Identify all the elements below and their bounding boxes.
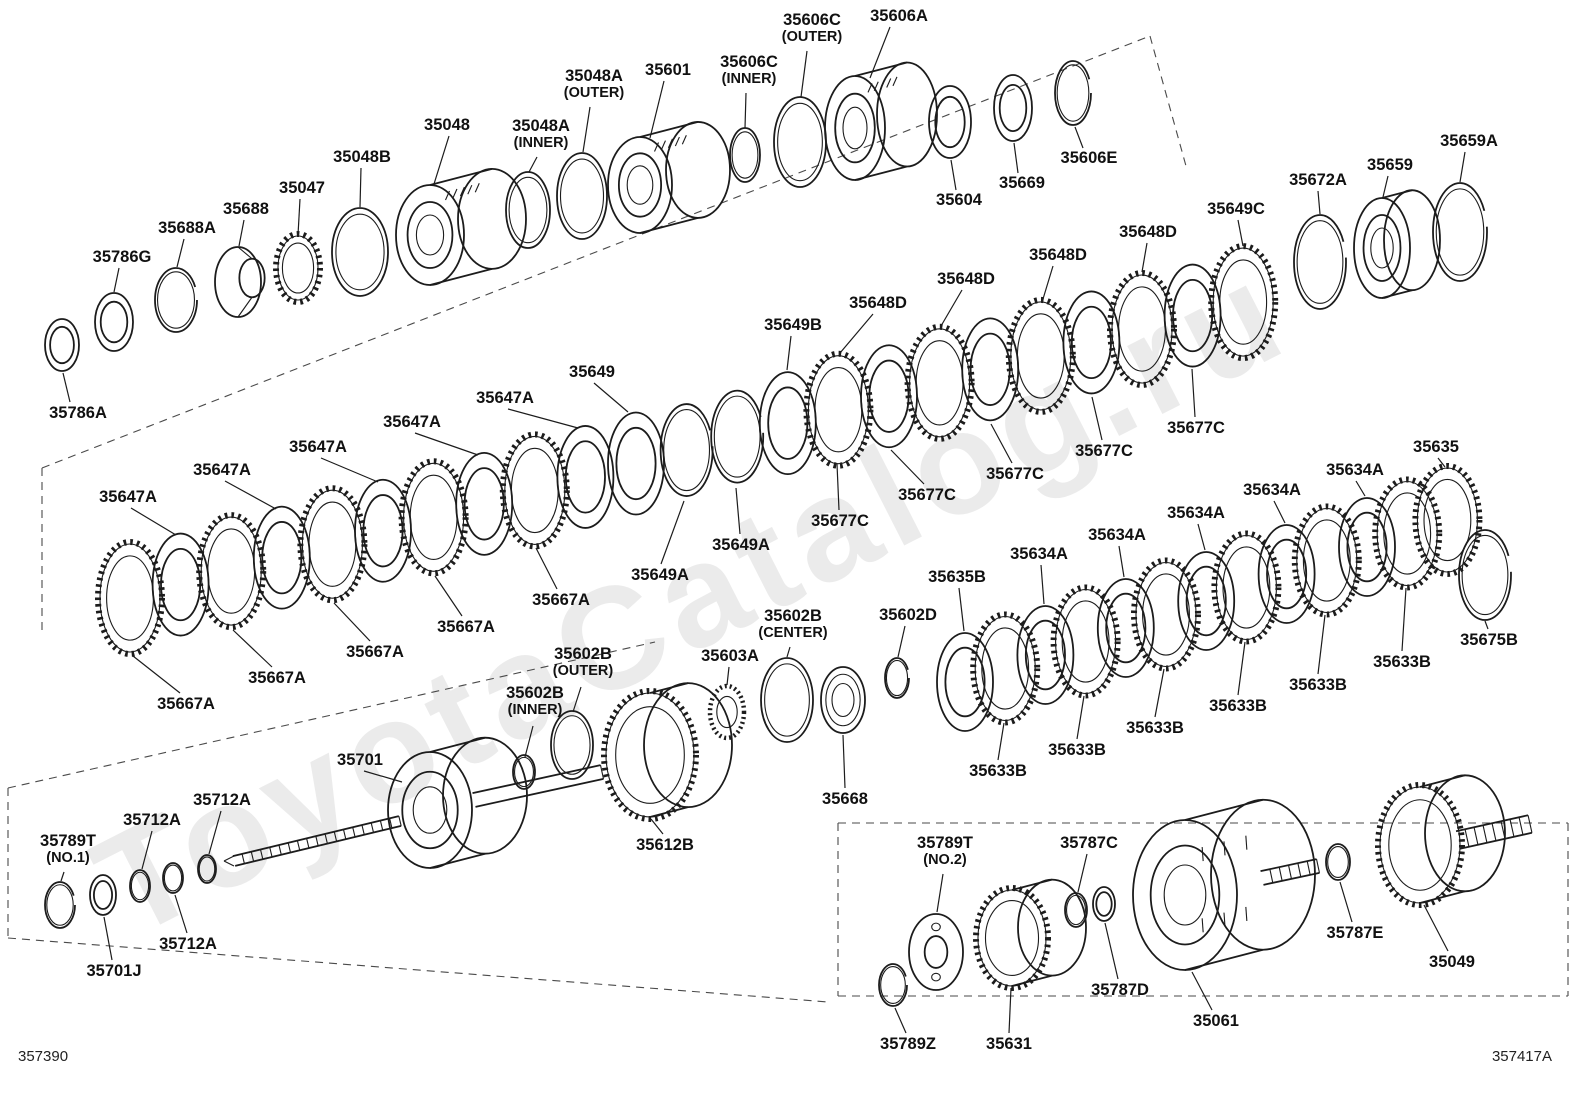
diagram-code-left: 357390 — [18, 1048, 69, 1065]
diagram-code-right: 357417A — [1491, 1048, 1552, 1065]
